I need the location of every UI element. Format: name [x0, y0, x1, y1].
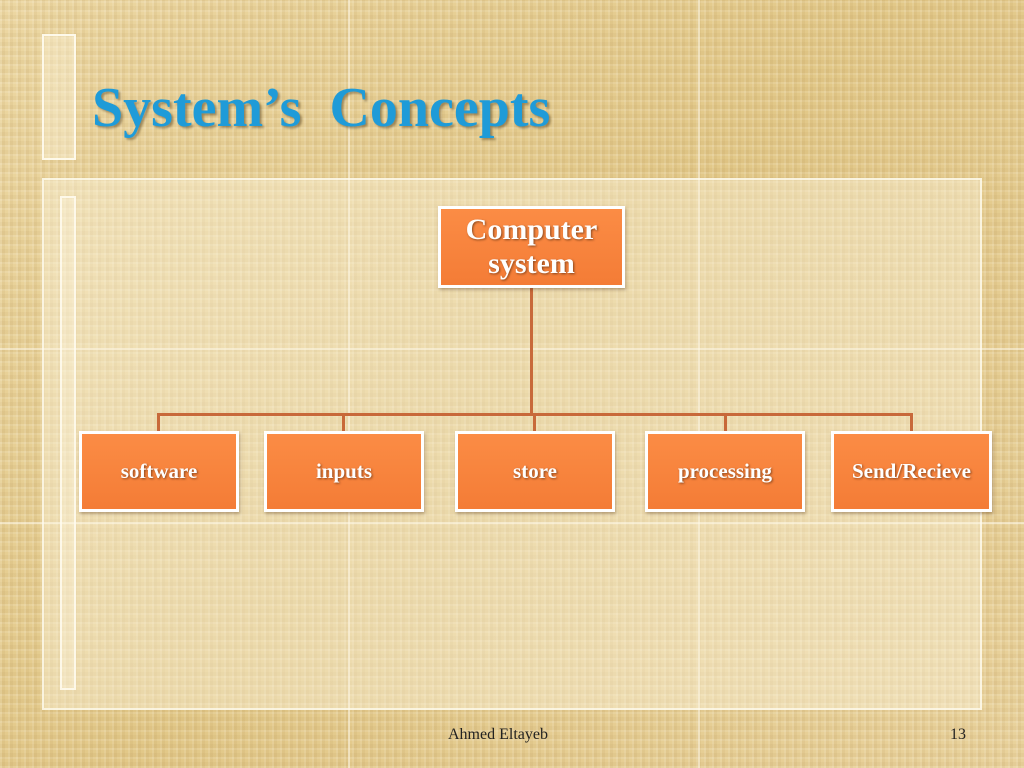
content-accent-bar: [60, 196, 76, 690]
background-seam: [0, 522, 1024, 524]
connector-drop-software: [157, 413, 160, 432]
title-accent-bar: [42, 34, 76, 160]
connector-drop-store: [533, 413, 536, 432]
background-seam: [0, 348, 1024, 350]
slide-title: System’s Concepts: [92, 77, 551, 139]
connector-drop-processing: [724, 413, 727, 432]
node-label: inputs: [315, 459, 373, 483]
page-number: 13: [950, 726, 966, 743]
connector-drop-inputs: [342, 413, 345, 432]
node-store: store: [455, 431, 615, 512]
node-send-recieve: Send/Recieve: [831, 431, 992, 512]
node-label: Send/Recieve: [852, 459, 971, 483]
node-processing: processing: [645, 431, 805, 512]
background-seam: [348, 0, 350, 768]
connector-root-trunk: [530, 286, 533, 415]
footer-author: Ahmed Eltayeb: [448, 726, 548, 743]
node-label: store: [513, 459, 557, 483]
background-seam: [698, 0, 700, 768]
connector-drop-send-recieve: [910, 413, 913, 432]
node-label: software: [120, 459, 198, 483]
node-label: Computer system: [465, 212, 598, 281]
node-software: software: [79, 431, 239, 512]
node-computer-system: Computer system: [438, 206, 625, 288]
node-label: processing: [677, 459, 773, 483]
node-inputs: inputs: [264, 431, 424, 512]
